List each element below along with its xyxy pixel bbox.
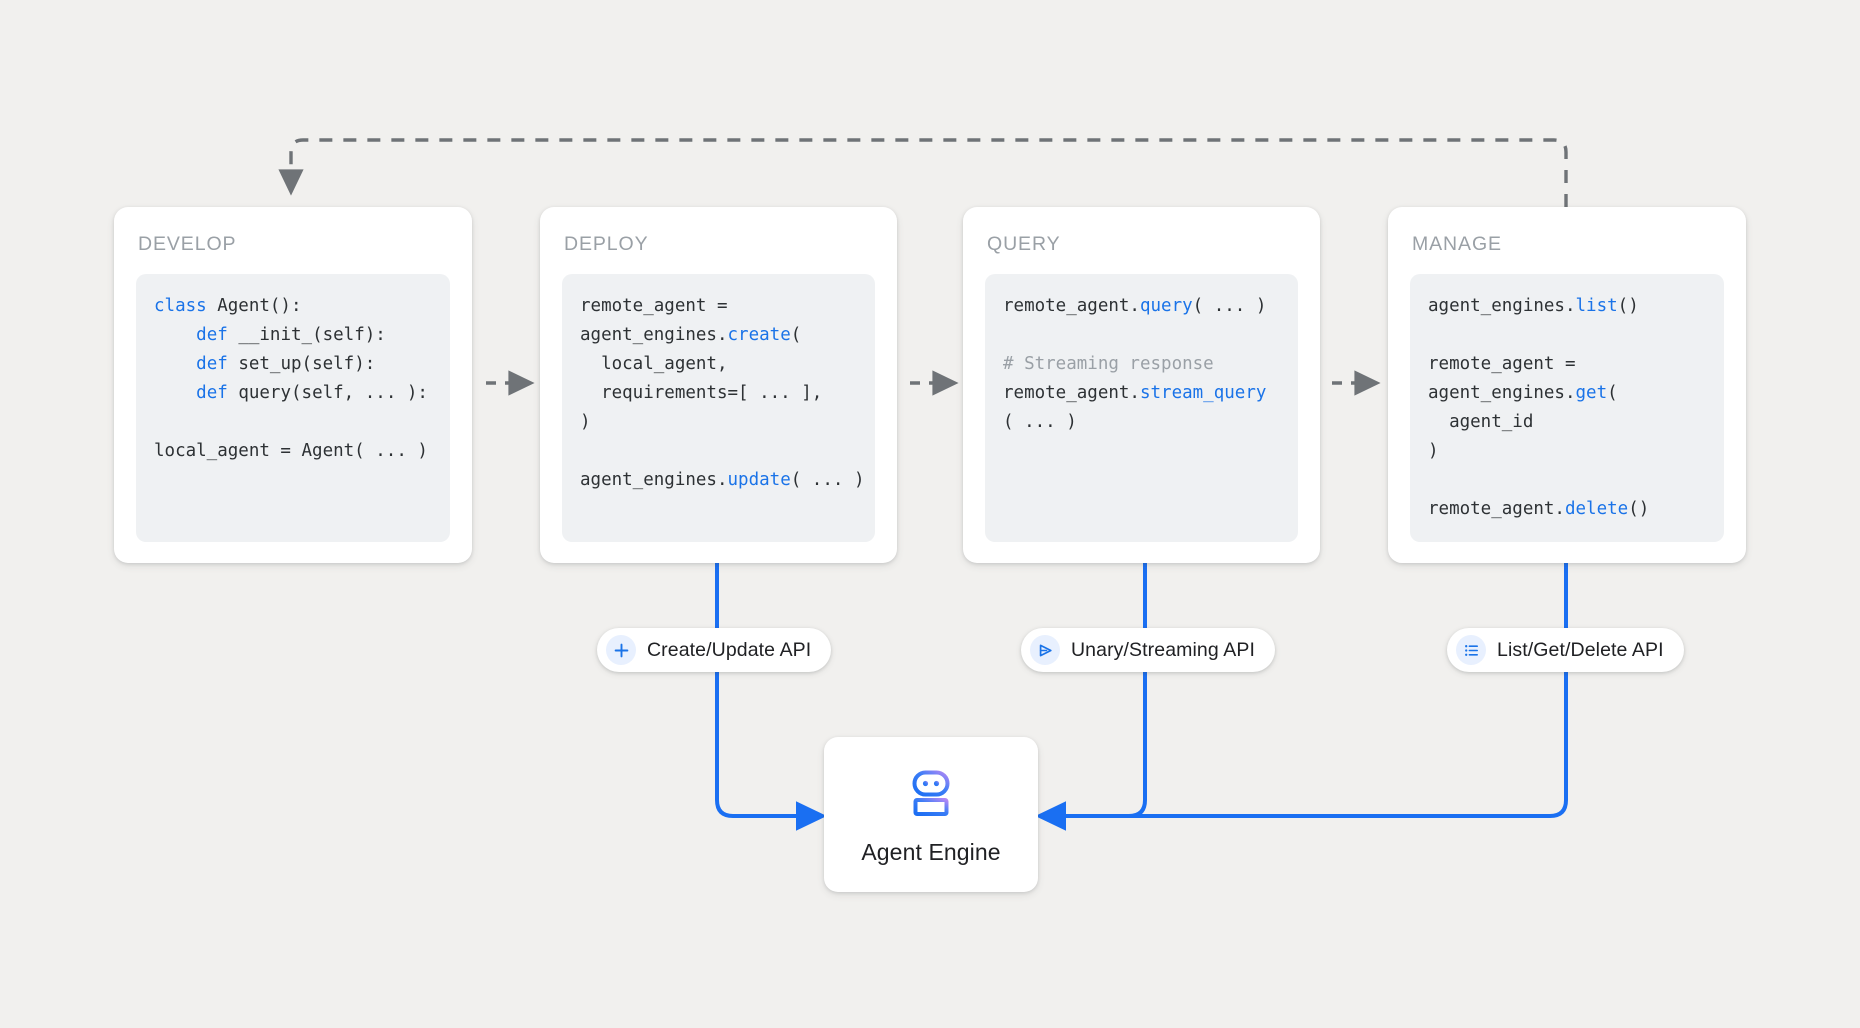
api-pill-create-update[interactable]: Create/Update API — [597, 628, 832, 672]
api-pill-label: Create/Update API — [647, 638, 812, 661]
stage-title-deploy: DEPLOY — [564, 233, 649, 255]
manage-to-agent-engine-wire — [1035, 563, 1568, 831]
robot-icon — [902, 764, 960, 827]
code-block-deploy: remote_agent =agent_engines.create( loca… — [562, 274, 875, 542]
api-pill-label: List/Get/Delete API — [1497, 638, 1664, 661]
query-to-agent-engine-wire — [1062, 563, 1147, 818]
stage-title-manage: MANAGE — [1412, 233, 1502, 255]
stage-card-manage[interactable]: MANAGE agent_engines.list() remote_agent… — [1388, 207, 1746, 563]
feedback-loop-arrow — [278, 138, 1568, 207]
list-icon — [1456, 635, 1486, 665]
send-triangle-icon — [1030, 635, 1060, 665]
api-pill-list-get-delete[interactable]: List/Get/Delete API — [1447, 628, 1684, 672]
stage-card-develop[interactable]: DEVELOP class Agent(): def __init_(self)… — [114, 207, 472, 563]
plus-icon — [606, 635, 636, 665]
api-pill-label: Unary/Streaming API — [1071, 638, 1255, 661]
code-block-manage: agent_engines.list() remote_agent =agent… — [1410, 274, 1724, 542]
agent-engine-label: Agent Engine — [861, 838, 1001, 865]
code-block-query: remote_agent.query( ... ) # Streaming re… — [985, 274, 1298, 542]
agent-engine-card[interactable]: Agent Engine — [824, 737, 1038, 892]
stage-card-query[interactable]: QUERY remote_agent.query( ... ) # Stream… — [963, 207, 1320, 563]
deploy-to-agent-engine-wire — [715, 563, 827, 831]
api-pill-unary-streaming[interactable]: Unary/Streaming API — [1021, 628, 1275, 672]
stage-card-deploy[interactable]: DEPLOY remote_agent =agent_engines.creat… — [540, 207, 897, 563]
code-block-develop: class Agent(): def __init_(self): def se… — [136, 274, 450, 542]
stage-title-develop: DEVELOP — [138, 233, 237, 255]
stage-title-query: QUERY — [987, 233, 1061, 255]
